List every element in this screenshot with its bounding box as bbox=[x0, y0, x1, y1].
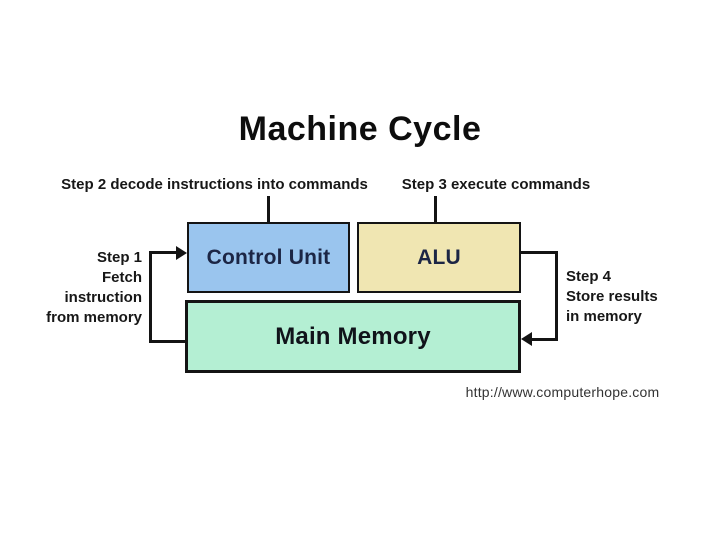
step4-annotation: Step 4 Store results in memory bbox=[566, 267, 686, 327]
step1-line: from memory bbox=[46, 309, 142, 326]
step1-line: instruction bbox=[64, 289, 143, 306]
step1-arrowhead-right-icon bbox=[176, 246, 187, 260]
step4-path-bottom bbox=[531, 338, 558, 341]
alu-label: ALU bbox=[417, 245, 461, 269]
step3-annotation: Step 3 execute commands bbox=[401, 176, 591, 193]
control-unit-label: Control Unit bbox=[206, 245, 331, 269]
control-unit-box: Control Unit bbox=[187, 222, 350, 293]
main-memory-box: Main Memory bbox=[185, 300, 521, 373]
step1-line: Fetch bbox=[101, 269, 142, 286]
step2-connector-line bbox=[267, 196, 270, 223]
step4-line: Step 4 bbox=[566, 268, 612, 285]
step4-arrowhead-left-icon bbox=[521, 332, 532, 346]
step1-path-bottom bbox=[149, 340, 186, 343]
alu-box: ALU bbox=[357, 222, 521, 293]
step1-path-top bbox=[149, 251, 178, 254]
step1-line: Step 1 bbox=[96, 249, 142, 266]
step4-path-vertical bbox=[555, 251, 558, 341]
step1-annotation: Step 1 Fetch instruction from memory bbox=[28, 248, 142, 328]
step2-annotation: Step 2 decode instructions into commands bbox=[61, 176, 368, 193]
page-title: Machine Cycle bbox=[238, 110, 482, 148]
step3-connector-line bbox=[434, 196, 437, 223]
step4-line: Store results bbox=[566, 288, 658, 305]
step4-line: in memory bbox=[566, 308, 642, 325]
step4-path-top bbox=[521, 251, 558, 254]
main-memory-label: Main Memory bbox=[275, 322, 431, 350]
footer-url: http://www.computerhope.com bbox=[465, 384, 660, 400]
step1-path-vertical bbox=[149, 251, 152, 343]
